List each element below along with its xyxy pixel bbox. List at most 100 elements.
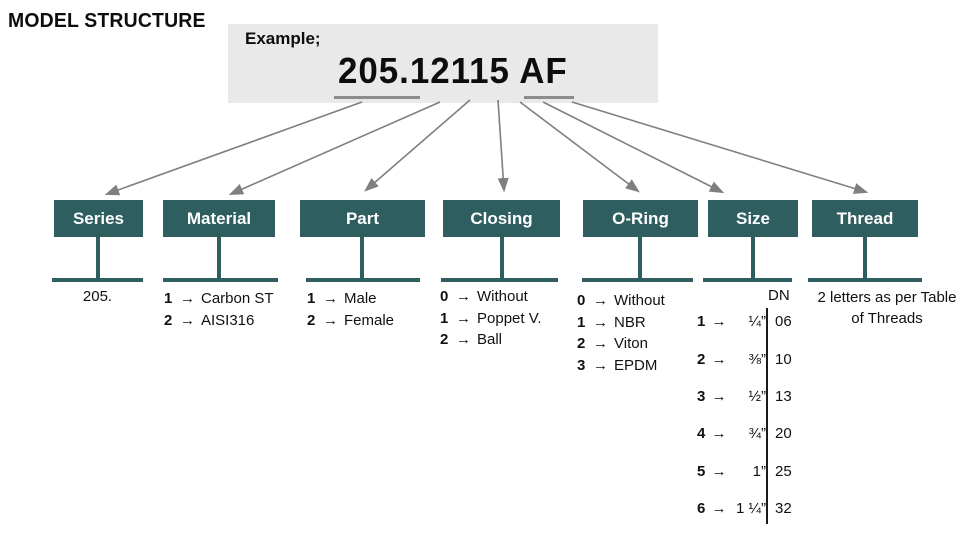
option-row: 1 → NBR — [577, 312, 665, 334]
connector-line — [808, 278, 922, 282]
option-code: 1 — [440, 309, 449, 327]
option-value: Ball — [477, 331, 503, 348]
arrow-to-size — [542, 101, 725, 194]
option-row: 1→Poppet V. — [440, 308, 542, 330]
connector-line — [52, 278, 143, 282]
right-arrow-icon: → — [323, 290, 338, 307]
right-arrow-icon: → — [711, 500, 727, 518]
page-title: MODEL STRUCTURE — [8, 10, 206, 32]
connector-line — [703, 278, 792, 282]
connector-stem — [863, 237, 867, 279]
connector-stem — [96, 237, 100, 279]
part-options: 1→Male 2→Female — [307, 288, 394, 331]
option-row: 3 → EPDM — [577, 355, 665, 377]
connector-stem — [217, 237, 221, 279]
size-row: 1 → ¼” 06 — [697, 303, 807, 340]
size-value: 1 ¼” — [735, 500, 766, 518]
size-value: ¼” — [748, 313, 766, 331]
right-arrow-icon: → — [711, 350, 727, 368]
option-code: 4 — [697, 425, 706, 443]
dn-value: 20 — [775, 425, 792, 443]
thread-note: 2 letters as per Table of Threads — [817, 289, 957, 327]
right-arrow-icon: → — [323, 311, 338, 329]
arrow-to-oring — [519, 101, 640, 193]
option-code: 1 — [697, 313, 706, 331]
right-arrow-icon: → — [456, 331, 471, 348]
option-row: 2→AISI316 — [164, 310, 274, 332]
option-value: Male — [344, 290, 377, 307]
size-row: 4 → ¾” 20 — [697, 415, 807, 452]
right-arrow-icon: → — [593, 356, 608, 374]
right-arrow-icon: → — [711, 425, 727, 443]
right-arrow-icon: → — [711, 462, 727, 480]
right-arrow-icon: → — [593, 292, 608, 309]
arrow-to-closing — [497, 99, 509, 193]
category-box-size: Size — [708, 200, 798, 237]
right-arrow-icon: → — [593, 313, 608, 331]
option-code: 2 — [307, 311, 316, 329]
right-arrow-icon: → — [593, 335, 608, 352]
series-value: 205. — [82, 288, 113, 305]
closing-options: 0→Without 1→Poppet V. 2→Ball — [440, 286, 542, 351]
category-box-closing: Closing — [443, 200, 560, 237]
option-row: 2 → Viton — [577, 333, 665, 355]
option-code: 6 — [697, 500, 706, 518]
option-row: 1 → Carbon ST — [164, 288, 274, 310]
option-value: Viton — [614, 335, 648, 352]
connector-line — [306, 278, 420, 282]
category-box-material: Material — [163, 200, 275, 237]
size-rows: 1→¼”06 2→⅜”10 3→½”13 4→¾”20 5→1”25 6→1 ¼… — [697, 303, 807, 527]
size-value: ½” — [748, 387, 766, 405]
option-code: 0 — [440, 288, 449, 305]
option-value: NBR — [614, 313, 646, 331]
size-row: 2 → ⅜” 10 — [697, 340, 807, 377]
right-arrow-icon: → — [711, 313, 727, 331]
option-code: 0 — [577, 292, 586, 309]
example-panel: Example; 205.12115 AF — [228, 24, 658, 103]
size-dn-divider — [766, 308, 768, 524]
connector-stem — [638, 237, 642, 279]
connector-stem — [751, 237, 755, 279]
oring-options: 0 → Without 1 → NBR 2 → Viton 3 → EPDM — [577, 290, 665, 376]
category-box-oring: O-Ring — [583, 200, 698, 237]
option-value: Carbon ST — [201, 290, 274, 307]
option-code: 3 — [577, 356, 586, 374]
option-value: AISI316 — [201, 311, 255, 329]
right-arrow-icon: → — [456, 309, 471, 327]
material-options: 1→Carbon ST 2→AISI316 — [164, 288, 274, 331]
option-code: 3 — [697, 387, 706, 405]
category-box-series: Series — [54, 200, 143, 237]
arrow-to-part — [364, 99, 471, 192]
dn-column-header: DN — [768, 287, 790, 304]
connector-stem — [360, 237, 364, 279]
dn-value: 10 — [775, 350, 792, 368]
right-arrow-icon: → — [180, 290, 195, 307]
option-row: 0→Without — [440, 286, 542, 308]
option-value: Without — [614, 292, 665, 309]
arrow-to-material — [228, 101, 441, 195]
category-box-part: Part — [300, 200, 425, 237]
option-code: 2 — [577, 335, 586, 352]
right-arrow-icon: → — [180, 311, 195, 329]
connector-line — [163, 278, 278, 282]
option-row: 1 → Male — [307, 288, 394, 310]
option-row: 0 → Without — [577, 290, 665, 312]
option-code: 2 — [440, 331, 449, 348]
option-row: 2→Female — [307, 310, 394, 332]
option-row: 2 → Ball — [440, 329, 542, 351]
dn-value: 32 — [775, 500, 792, 518]
option-code: 1 — [164, 290, 173, 307]
size-value: ⅜” — [748, 350, 766, 368]
size-value: ¾” — [748, 425, 766, 443]
connector-line — [441, 278, 558, 282]
option-code: 1 — [577, 313, 586, 331]
option-code: 2 — [697, 350, 706, 368]
dn-value: 06 — [775, 313, 792, 331]
dn-value: 25 — [775, 462, 792, 480]
connector-stem — [500, 237, 504, 279]
option-value: EPDM — [614, 356, 658, 374]
series-code-underline — [334, 96, 420, 99]
option-code: 1 — [307, 290, 316, 307]
option-code: 5 — [697, 462, 706, 480]
